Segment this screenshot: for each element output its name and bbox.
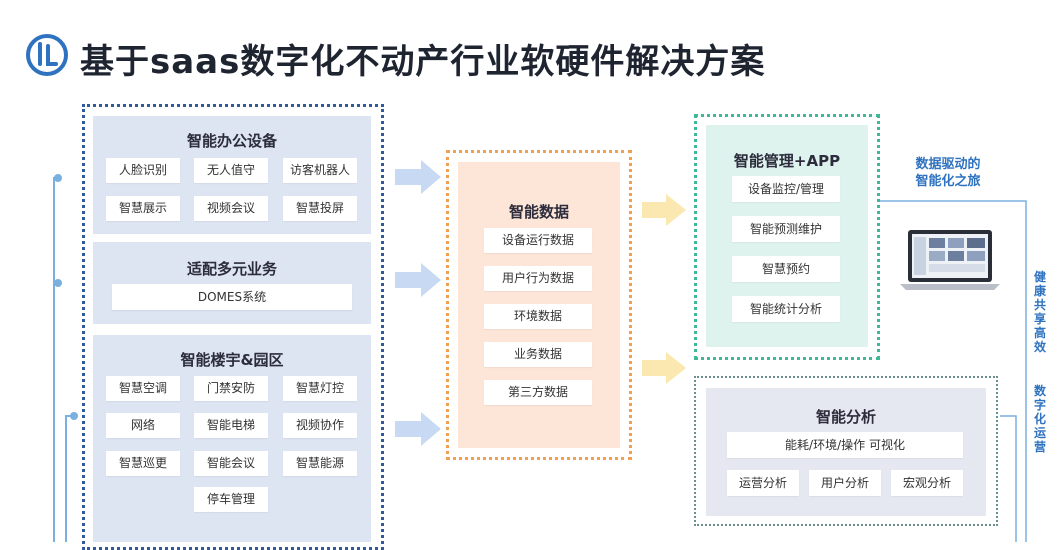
vertical-text-health: 健康共享高效	[1033, 270, 1046, 354]
chip-smart-casting: 智慧投屏	[283, 196, 357, 221]
brand-logo-icon	[26, 34, 68, 76]
chip-face-recognition: 人脸识别	[106, 158, 180, 183]
chip-video-collab: 视频协作	[283, 413, 357, 438]
chip-business-data: 业务数据	[484, 342, 592, 367]
chip-visualization: 能耗/环境/操作 可视化	[727, 432, 963, 458]
side-note-line2: 智能化之旅	[915, 174, 981, 189]
side-note-line1: 数据驱动的	[915, 157, 981, 172]
panel-multi-business	[93, 242, 371, 324]
chip-video-conference: 视频会议	[194, 196, 268, 221]
chip-network: 网络	[106, 413, 180, 438]
chip-smart-energy: 智慧能源	[283, 451, 357, 476]
chip-smart-statistics: 智能统计分析	[732, 296, 840, 322]
chip-unattended: 无人值守	[194, 158, 268, 183]
chip-smart-meeting: 智能会议	[194, 451, 268, 476]
chip-smart-elevator: 智能电梯	[194, 413, 268, 438]
chip-smart-ac: 智慧空调	[106, 376, 180, 401]
arrow-right-icon	[395, 160, 441, 194]
chip-operation-analysis: 运营分析	[727, 470, 799, 496]
laptop-icon	[900, 230, 1000, 290]
arrow-right-icon	[395, 263, 441, 297]
chip-user-behavior-data: 用户行为数据	[484, 266, 592, 291]
chip-smart-patrol: 智慧巡更	[106, 451, 180, 476]
panel-mgmt-title: 智能管理+APP	[733, 152, 841, 170]
right-connector-lines	[880, 200, 1027, 542]
chip-visitor-robot: 访客机器人	[283, 158, 357, 183]
chip-macro-analysis: 宏观分析	[891, 470, 963, 496]
page-title: 基于saas数字化不动产行业软硬件解决方案	[80, 42, 766, 82]
panel-multi-title: 适配多元业务	[186, 260, 277, 278]
middle-group	[446, 150, 632, 460]
panel-analysis-title: 智能分析	[815, 408, 876, 426]
chip-smart-lighting: 智慧灯控	[283, 376, 357, 401]
chip-device-monitor: 设备监控/管理	[732, 176, 840, 202]
chip-third-party-data: 第三方数据	[484, 380, 592, 405]
panel-building-title: 智能楼宇&园区	[180, 351, 284, 369]
chip-smart-booking: 智慧预约	[732, 256, 840, 282]
side-note: 数据驱动的 智能化之旅	[900, 156, 996, 190]
chip-parking: 停车管理	[194, 487, 268, 512]
arrow-right-icon	[642, 194, 686, 226]
arrow-right-icon	[642, 352, 686, 384]
panel-data-title: 智能数据	[508, 203, 569, 221]
chip-access-security: 门禁安防	[194, 376, 268, 401]
chip-env-data: 环境数据	[484, 304, 592, 329]
chip-smart-display: 智慧展示	[106, 196, 180, 221]
panel-office-title: 智能办公设备	[186, 132, 277, 150]
chip-predictive-maintenance: 智能预测维护	[732, 216, 840, 242]
arrow-right-icon	[395, 412, 441, 446]
right-bottom-group	[694, 376, 998, 526]
vertical-text-digital: 数字化运营	[1033, 384, 1046, 454]
chip-device-data: 设备运行数据	[484, 228, 592, 253]
chip-user-analysis: 用户分析	[809, 470, 881, 496]
right-top-group	[694, 114, 880, 360]
left-connector-lines	[53, 174, 78, 542]
chip-domes-system: DOMES系统	[112, 284, 352, 310]
